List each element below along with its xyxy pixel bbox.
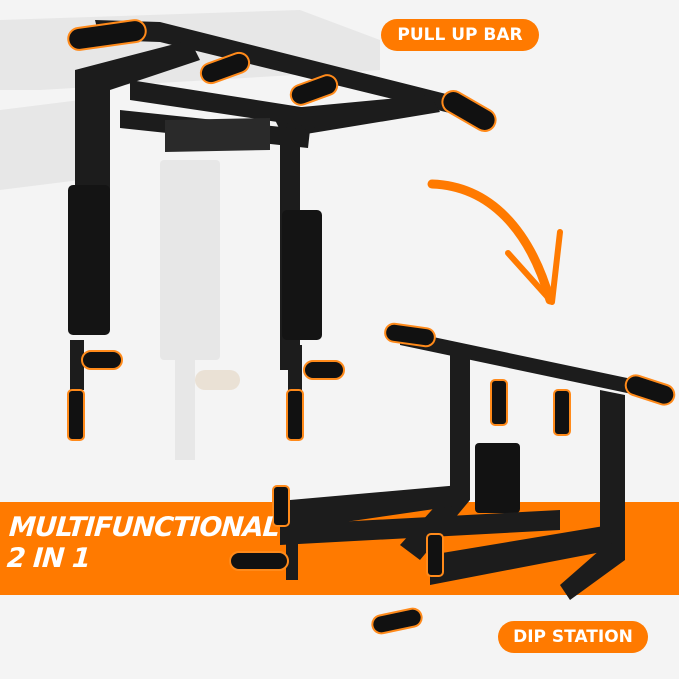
dip-station-label: DIP STATION: [498, 621, 648, 653]
headline: MULTIFUNCTIONAL 2 IN 1: [6, 512, 280, 574]
headline-line-2: 2 IN 1: [5, 543, 92, 574]
headline-line-1: MULTIFUNCTIONAL: [8, 512, 281, 543]
foam-grip: [67, 19, 497, 441]
pull-up-bar-label: PULL UP BAR: [381, 19, 539, 51]
